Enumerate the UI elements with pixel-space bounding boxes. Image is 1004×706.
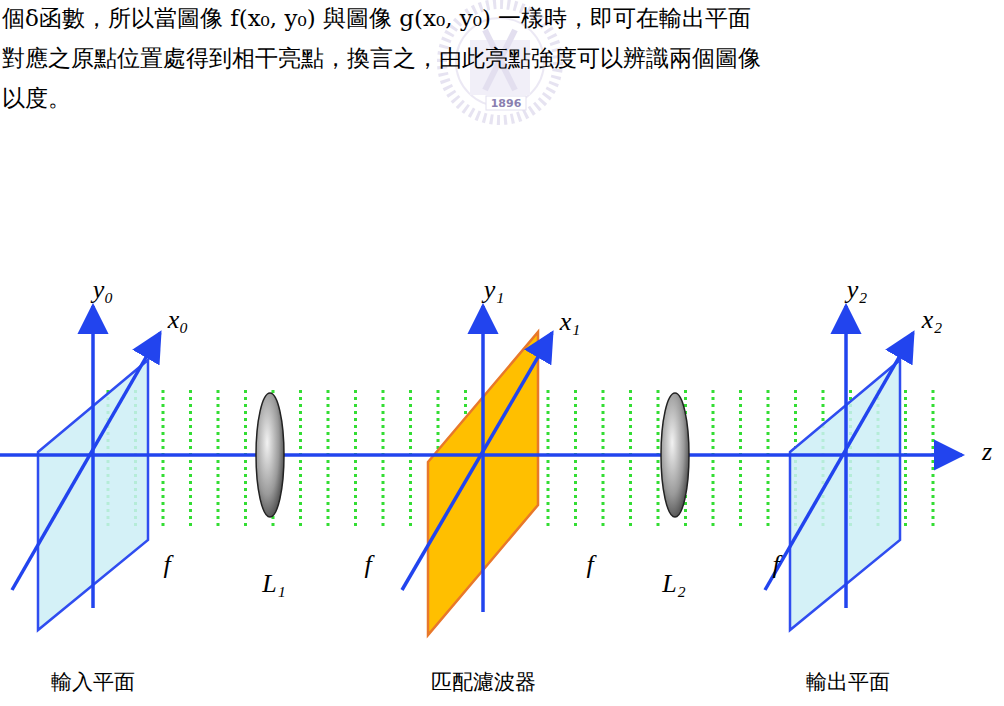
- ray-line: [629, 390, 632, 530]
- plane-caption: 匹配濾波器: [431, 672, 536, 693]
- axis-label: x₂: [922, 307, 943, 333]
- ray-line: [547, 390, 550, 530]
- paragraph-line: 以度。: [2, 87, 71, 110]
- focal-length-label: f: [772, 552, 779, 578]
- ray-line: [932, 390, 935, 530]
- ray-line: [327, 390, 330, 530]
- ray-line: [409, 390, 412, 530]
- plane-caption: 輸入平面: [51, 672, 135, 693]
- lens-label: L₂: [662, 571, 686, 597]
- ray-line: [767, 390, 770, 530]
- axis-label: y₀: [93, 277, 114, 303]
- paragraph-line: 對應之原點位置處得到相干亮點，換言之，由此亮點強度可以辨識兩個圖像: [2, 47, 761, 70]
- ray-line: [382, 390, 385, 530]
- axis-label: x₀: [168, 307, 189, 333]
- axis-label: z: [982, 439, 992, 465]
- axis-label: y₂: [847, 277, 868, 303]
- ray-line: [657, 390, 660, 530]
- lens-l1: [256, 393, 284, 517]
- focal-length-label: f: [586, 552, 593, 578]
- lens-l2: [661, 393, 689, 517]
- focal-length-label: f: [364, 552, 371, 578]
- ray-line: [299, 390, 302, 530]
- ray-line: [354, 390, 357, 530]
- plane-caption: 輸出平面: [806, 672, 890, 693]
- ray-line: [244, 390, 247, 530]
- ray-line: [739, 390, 742, 530]
- axis-label: y₁: [484, 277, 505, 303]
- ray-line: [904, 390, 907, 530]
- ray-line: [712, 390, 715, 530]
- ray-line: [217, 390, 220, 530]
- paragraph-line: 個δ函數，所以當圖像 f(x₀, y₀) 與圖像 g(x₀, y₀) 一樣時，即…: [2, 7, 751, 30]
- axis-label: x₁: [560, 309, 581, 335]
- ray-line: [189, 390, 192, 530]
- focal-length-label: f: [163, 552, 170, 578]
- ray-line: [162, 390, 165, 530]
- lens-label: L₁: [262, 571, 286, 597]
- ray-line: [574, 390, 577, 530]
- ray-line: [602, 390, 605, 530]
- plane-axes: [12, 306, 913, 612]
- watermark-year: 1896: [491, 98, 522, 109]
